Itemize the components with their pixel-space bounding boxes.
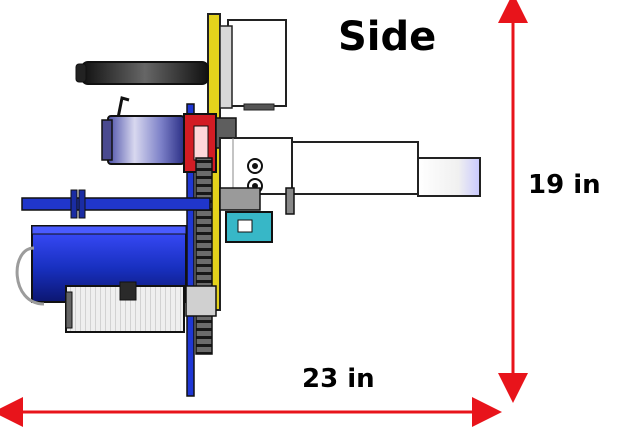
- heat-sink-arm: [185, 285, 217, 317]
- top-roller-end: [75, 63, 87, 83]
- red-bracket-inner: [193, 125, 209, 161]
- heat-sink-cap: [65, 291, 73, 329]
- diagram-title: Side: [338, 14, 437, 60]
- gear-stack: [195, 157, 213, 355]
- rod-collar-left: [70, 189, 78, 219]
- horizontal-arm-tip: [417, 157, 481, 197]
- rod-collar-right: [78, 189, 86, 219]
- drive-motor: [107, 115, 185, 165]
- small-spacer: [285, 187, 295, 215]
- teal-control-box-window: [237, 219, 253, 233]
- top-roller: [81, 61, 209, 85]
- arm-bolt-top-center: [252, 163, 258, 169]
- lower-block: [219, 187, 261, 211]
- lever-handle: [116, 96, 130, 119]
- left-blue-rod: [21, 197, 211, 211]
- upper-housing-shadow: [219, 25, 233, 109]
- upper-housing-back: [227, 19, 287, 107]
- lower-blue-housing-top: [31, 225, 187, 235]
- drive-motor-cap: [101, 119, 113, 161]
- upper-housing-base: [243, 103, 275, 111]
- cable-loop: [15, 246, 45, 306]
- height-dimension-label: 19 in: [528, 170, 601, 200]
- width-dimension-label: 23 in: [302, 364, 375, 394]
- heat-sink-bracket: [119, 281, 137, 301]
- horizontal-arm-extension: [291, 141, 419, 195]
